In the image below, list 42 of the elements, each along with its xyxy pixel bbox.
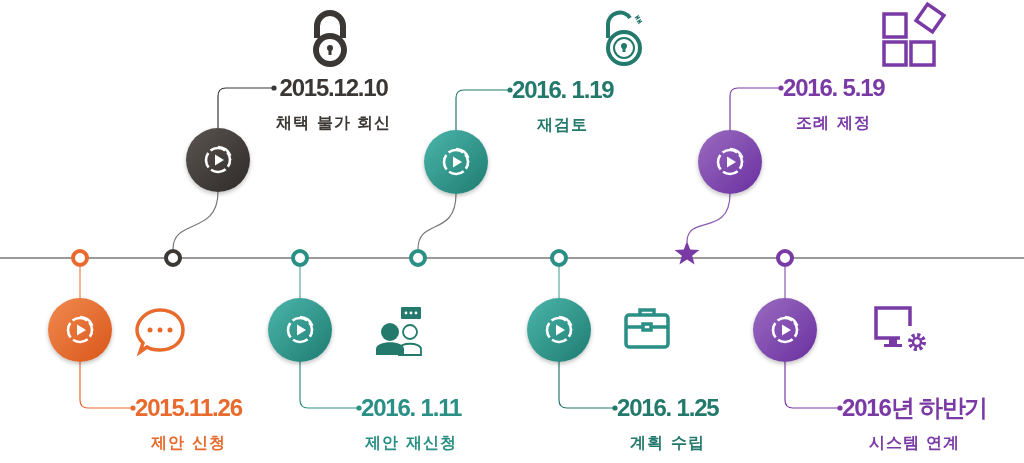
date-text: 2016년 하반기 [842,394,988,422]
leader-line [784,361,843,411]
connector-line [417,193,457,250]
play-circle [424,130,488,194]
leader-line [558,361,618,411]
leader-line [79,361,136,411]
play-circle [268,298,332,362]
connector-line [558,266,560,299]
timeline-marker [409,249,427,267]
connector-line [784,266,786,299]
play-circle [698,130,762,194]
star-marker [674,241,700,265]
connector-line [299,266,301,299]
leader-line [299,361,362,411]
event-description: 조례 제정 [796,112,871,134]
leader-line [217,85,277,129]
event-description: 제안 신청 [151,432,226,454]
date-text: 2016. 1.25 [617,394,719,422]
timeline-marker [550,249,568,267]
timeline-marker [776,249,794,267]
event-description: 채택 불가 회신 [276,112,392,134]
connector-line [172,191,219,250]
play-circle [186,128,250,192]
play-circle [527,298,591,362]
date-text: 2016. 1.11 [361,394,462,422]
leader-line [455,87,513,131]
date-text: 2015.12.10 [279,74,388,102]
connector-line [686,193,731,243]
timeline-marker [71,249,89,267]
play-circle [753,298,817,362]
leader-line [729,85,784,131]
timeline-marker [164,249,182,267]
date-text: 2016. 5.19 [783,74,885,102]
event-description: 제안 재신청 [365,432,457,454]
event-description: 재검토 [537,114,589,136]
play-circle [48,298,112,362]
event-description: 계획 수립 [630,432,705,454]
timeline-marker [291,249,309,267]
date-text: 2015.11.26 [135,394,242,422]
event-description: 시스템 연계 [868,432,961,454]
date-text: 2016. 1.19 [512,76,614,104]
connector-line [79,266,81,299]
